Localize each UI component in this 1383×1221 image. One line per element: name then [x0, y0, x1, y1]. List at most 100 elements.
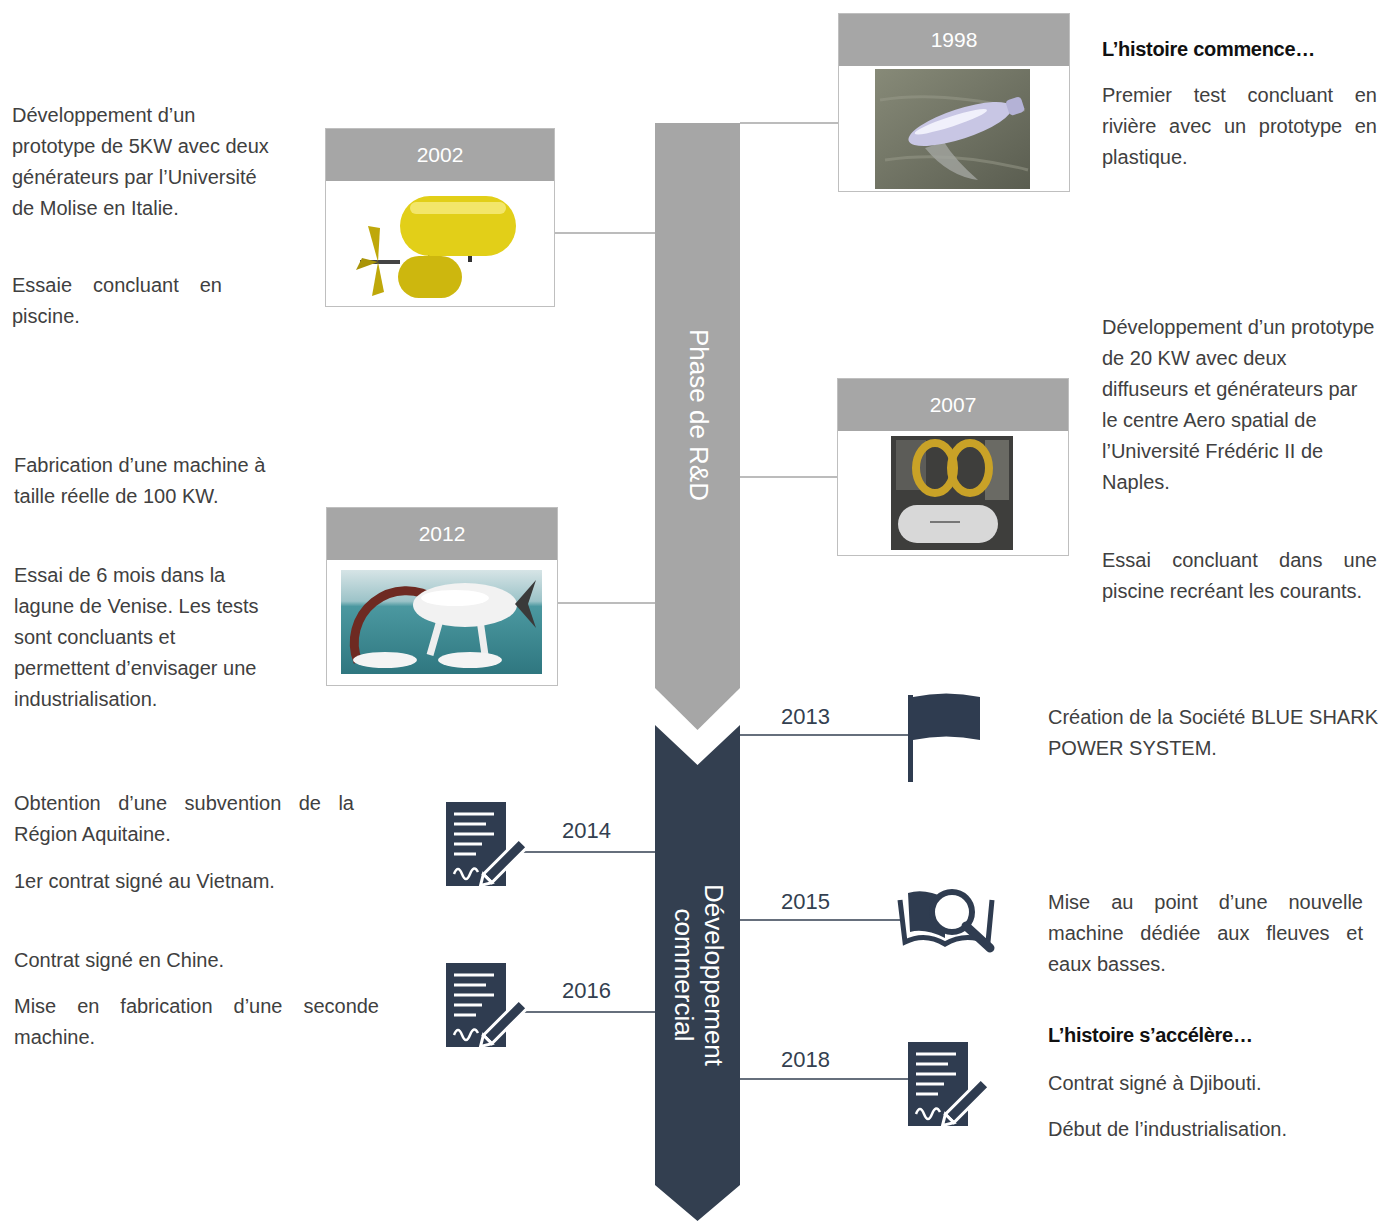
photo-2007: [837, 378, 1069, 556]
photo-2012-part: [421, 590, 489, 606]
label-box: Essaie concluant en piscine.: [12, 270, 222, 332]
photo-2002: [325, 128, 555, 307]
photo-2007-part: [898, 505, 998, 543]
photo-2012-part: [438, 652, 502, 668]
description-text: Fabrication d’une machine à taille réell…: [14, 450, 286, 512]
label-box: L’histoire s’accélère…: [1048, 1022, 1368, 1048]
heading-text: L’histoire commence…: [1102, 36, 1382, 62]
photo-1998-part: [875, 69, 1030, 189]
photo-2007-part: [891, 436, 1013, 550]
book-search-icon-part: [966, 926, 990, 948]
description-text: Création de la Société BLUE SHARK POWER …: [1048, 702, 1378, 764]
photo-2012: [326, 507, 558, 686]
description-text: Développement d’un prototype de 20 KW av…: [1102, 312, 1378, 498]
description-text: Développement d’un prototype de 5KW avec…: [12, 100, 274, 224]
year-label: 2018: [781, 1046, 861, 1074]
description-text: 1er contrat signé au Vietnam.: [14, 866, 386, 897]
photo-1998-part: [925, 142, 978, 180]
year-header: 2007: [838, 379, 1068, 431]
label-box: Mise au point d’une nouvelle machine déd…: [1048, 887, 1363, 980]
photo-2012-part: [341, 570, 542, 674]
contract-icon: [908, 1042, 989, 1130]
label-box: 1er contrat signé au Vietnam.: [14, 866, 386, 897]
year-card: 2007: [837, 378, 1069, 556]
book-search-icon: [900, 891, 992, 948]
phase-label: Développement commercial: [668, 860, 728, 1090]
year-text: 1998: [931, 28, 978, 52]
photo-1998-part-part: [913, 105, 988, 138]
label-box: Contrat signé en Chine.: [14, 945, 386, 976]
year-text: 2002: [417, 143, 464, 167]
description-text: Essaie concluant en piscine.: [12, 270, 222, 332]
photo-1998-part-part: [904, 93, 1016, 155]
description-text: Essai concluant dans une piscine recréan…: [1102, 545, 1377, 607]
phase-band: Développement commercial: [655, 725, 740, 1221]
label-box: Essai concluant dans une piscine recréan…: [1102, 545, 1377, 607]
year-header: 1998: [839, 14, 1069, 66]
commercial-lines-part: [740, 1078, 908, 1080]
flag-icon-part: [913, 694, 980, 741]
label-box: Développement d’un prototype de 20 KW av…: [1102, 312, 1378, 498]
commercial-lines-part: [510, 851, 655, 853]
photo-1998-part: [904, 89, 1027, 155]
label-box: Fabrication d’une machine à taille réell…: [14, 450, 286, 512]
flag-icon-part: [908, 695, 913, 782]
year-label: 2015: [781, 888, 861, 916]
photo-2012-part: [326, 507, 558, 686]
year-label: 2013: [781, 703, 861, 731]
year-card: 2002: [325, 128, 555, 307]
contract-icon: [446, 802, 527, 890]
label-box: Mise en fabrication d’une seconde machin…: [14, 991, 379, 1053]
contract-icon: [446, 963, 527, 1051]
photo-1998-part: [838, 13, 1070, 192]
description-text: Contrat signé en Chine.: [14, 945, 386, 976]
band-label-box: Phase de R&D: [683, 329, 713, 501]
photo-2012-part: [515, 580, 536, 628]
commercial-lines-part: [740, 919, 900, 921]
description-text: Essai de 6 mois dans la lagune de Venise…: [14, 560, 272, 715]
photo-2002-part: [325, 128, 555, 307]
description-text: Obtention d’une subvention de la Région …: [14, 788, 354, 850]
photo-2012-part: [413, 583, 517, 627]
year-header: 2012: [327, 508, 557, 560]
photo-2007-part: [837, 378, 1069, 556]
label-box: L’histoire commence…: [1102, 36, 1382, 62]
label-box: 2014: [562, 817, 642, 845]
label-box: 2018: [781, 1046, 861, 1074]
timeline-connector: [740, 122, 838, 124]
year-card: 2012: [326, 507, 558, 686]
band-outline: [655, 123, 740, 730]
year-header: 2002: [326, 129, 554, 181]
description-text: Mise au point d’une nouvelle machine déd…: [1048, 887, 1363, 980]
photo-2012-part: [353, 652, 417, 668]
year-card: 1998: [838, 13, 1070, 192]
timeline-connector: [740, 476, 837, 478]
description-text: Mise en fabrication d’une seconde machin…: [14, 991, 379, 1053]
year-text: 2012: [419, 522, 466, 546]
description-text: Début de l’industrialisation.: [1048, 1114, 1378, 1145]
timeline-connector: [555, 232, 655, 234]
heading-text: L’histoire s’accélère…: [1048, 1022, 1368, 1048]
year-label: 2014: [562, 817, 642, 845]
phase-band: Phase de R&D: [655, 123, 740, 730]
phase-label: Phase de R&D: [683, 329, 713, 501]
label-box: Début de l’industrialisation.: [1048, 1114, 1378, 1145]
label-box: 2013: [781, 703, 861, 731]
photo-1998-part-part: [1005, 96, 1025, 116]
band-label-box: Développement commercial: [668, 860, 728, 1090]
photo-2002-part: [368, 226, 380, 262]
photo-2002-part: [356, 258, 378, 270]
flag-icon: [908, 694, 980, 783]
photo-2002-part: [410, 202, 506, 214]
commercial-lines-part: [510, 1011, 655, 1013]
label-box: Obtention d’une subvention de la Région …: [14, 788, 354, 850]
label-box: Développement d’un prototype de 5KW avec…: [12, 100, 274, 224]
description-text: Contrat signé à Djibouti.: [1048, 1068, 1378, 1099]
year-label: 2016: [562, 977, 642, 1005]
photo-2007-part: [930, 521, 960, 523]
photo-2002-part: [400, 196, 516, 256]
year-text: 2007: [930, 393, 977, 417]
description-text: Premier test concluant en rivière avec u…: [1102, 80, 1377, 173]
photo-2002-part: [372, 262, 384, 296]
